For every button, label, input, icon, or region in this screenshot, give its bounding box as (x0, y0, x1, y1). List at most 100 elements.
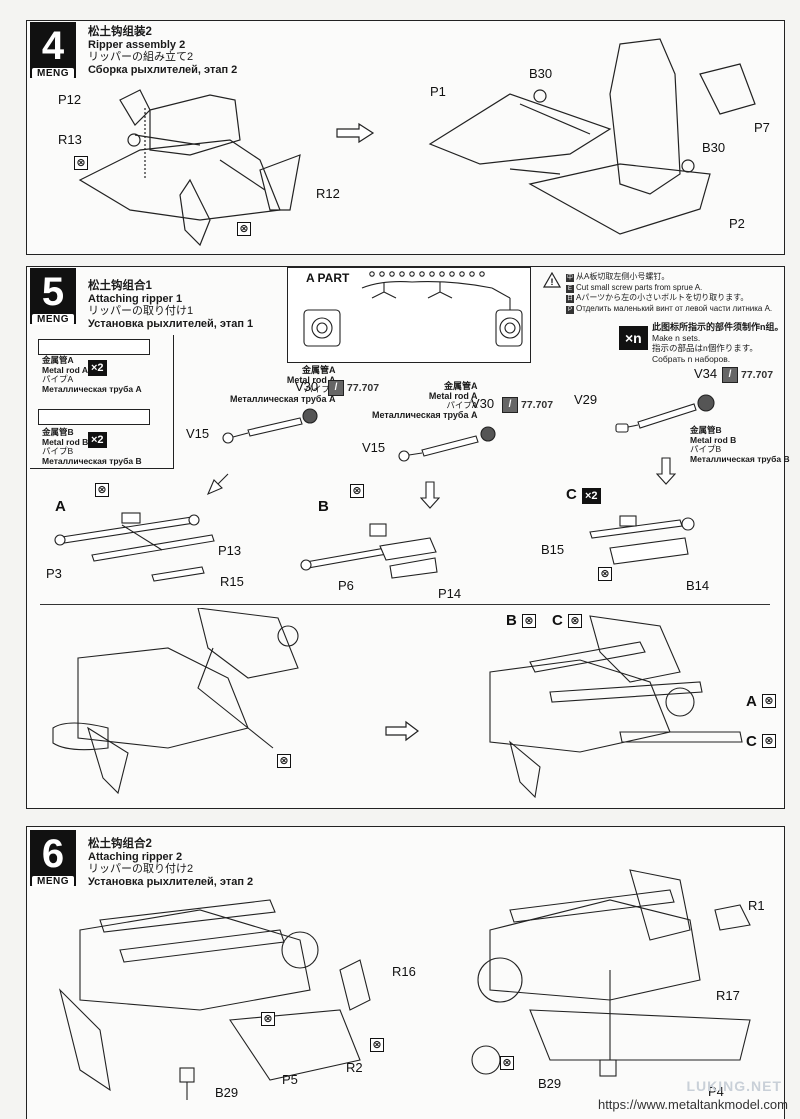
make-n-jp: 指示の部品はn個作ります。 (652, 343, 758, 353)
rod-a-jp: パイプA (446, 400, 478, 410)
title-en: Attaching ripper 1 (88, 292, 183, 305)
glue-symbol-icon: ⊗ (350, 484, 364, 498)
rod-a-count-badge: ×2 (88, 360, 107, 376)
rod-a-jp: パイプA (42, 374, 74, 384)
brand-logo: MENG (32, 314, 74, 325)
glue-symbol-icon: ⊗ (95, 483, 109, 497)
notice-en: Cut small screw parts from sprue A. (576, 282, 703, 292)
glue-symbol-icon: ⊗ (598, 567, 612, 581)
part-label: B15 (541, 542, 565, 557)
make-n-badge: ×n (619, 326, 648, 350)
rod-b-jp: パイプB (42, 446, 74, 456)
metal-rod-legend (30, 335, 174, 469)
part-label: R2 (346, 1060, 363, 1075)
subassembly-label-c: C (566, 486, 577, 503)
brand-logo: MENG (32, 876, 74, 887)
rod-a-ru: Металлическая труба A (42, 383, 142, 394)
rod-a-callout-2: 金属管A Metal rod A パイプA Металлическая труб… (372, 381, 478, 420)
step-5-titles: 松土钩组合1 Attaching ripper 1 リッパーの取り付け1 Уст… (88, 280, 253, 330)
title-en: Ripper assembly 2 (88, 38, 186, 51)
rod-a-ru: Металлическая труба A (230, 393, 336, 404)
rod-b-ru: Металлическая труба B (690, 453, 790, 464)
title-ru: Сборка рыхлителей, этап 2 (88, 63, 238, 76)
rod-a-en: Metal rod A (286, 374, 336, 385)
title-cn: 松土钩组合2 (88, 838, 152, 850)
paint-code: 77.707 (741, 368, 774, 381)
down-arrow-icon (420, 481, 440, 509)
rod-b-assembly (615, 394, 715, 433)
step-6-left-drawing (58, 899, 371, 1100)
part-label: P1 (430, 84, 446, 99)
part-label: R15 (220, 574, 244, 589)
sprue-dots (369, 271, 485, 277)
glue-symbol-icon: ⊗ (237, 222, 251, 236)
glue-symbol-icon: ⊗ (74, 156, 88, 170)
subassembly-label-a: A (55, 498, 66, 515)
rod-b-cn: 金属管B (690, 425, 722, 435)
part-label-v34: V34 (694, 366, 718, 381)
rod-b-en: Metal rod B (42, 436, 89, 447)
paint-callout: /77.707 (328, 380, 379, 396)
rod-a-assembly-1 (222, 408, 318, 444)
part-label: R16 (392, 964, 416, 979)
step-arrow-icon (385, 720, 419, 742)
part-label: B30 (702, 140, 726, 155)
step-6-number-badge: 6 MENG (30, 830, 76, 887)
step-5-number-badge: 5 MENG (30, 268, 76, 325)
down-arrow-icon (656, 457, 676, 485)
sprue-a-drawing (303, 271, 523, 347)
paint-callout: /77.707 (502, 397, 553, 413)
part-label-v15: V15 (186, 426, 210, 441)
rod-a-cn: 金属管A (42, 355, 74, 365)
part-label: P12 (58, 92, 82, 107)
step-5-vehicle-rear-before (52, 608, 299, 795)
glue-symbol-icon: ⊗ (762, 734, 776, 748)
title-ru: Установка рыхлителей, этап 2 (88, 875, 254, 888)
glue-symbol-icon: ⊗ (522, 614, 536, 628)
rod-a-ru: Металлическая труба A (372, 409, 478, 420)
rod-a-cn: 金属管A (444, 381, 478, 391)
watermark-text: LUKING.NET (686, 1078, 782, 1094)
rod-a-en: Metal rod A (428, 390, 478, 401)
attach-label-c: C (552, 612, 563, 629)
rod-b-ru: Металлическая труба B (42, 455, 142, 466)
title-jp: リッパーの取り付け2 (88, 863, 194, 875)
glue-symbol-icon: ⊗ (762, 694, 776, 708)
make-n-notice: 此图标所指示的部件须制作n组。 Make n sets. 指示の部品はn個作りま… (652, 322, 784, 364)
part-label: R13 (58, 132, 82, 147)
rod-a-cn: 金属管A (302, 365, 336, 375)
part-label: B29 (538, 1076, 562, 1091)
subassembly-a-drawing (54, 512, 215, 582)
glue-symbol-icon: ⊗ (500, 1056, 514, 1070)
a-part-label: A PART (306, 271, 350, 285)
part-label: P4 (708, 1084, 724, 1099)
title-ru: Установка рыхлителей, этап 1 (88, 317, 254, 330)
rod-a-callout-1: 金属管A Metal rod A パイプA Металлическая труб… (230, 365, 336, 404)
part-label: R17 (716, 988, 740, 1003)
metal-rod-b-sample (38, 409, 150, 425)
notice-jp: Aパーツから左の小さいボルトを切り取ります。 (576, 293, 749, 302)
step-number: 5 (41, 270, 65, 314)
part-label: P13 (218, 543, 242, 558)
paint-brush-icon: / (502, 397, 518, 413)
glue-symbol-icon: ⊗ (277, 754, 291, 768)
title-jp: リッパーの取り付け1 (88, 305, 194, 317)
metal-rod-a-text: 金属管A Metal rod A パイプA Металлическая труб… (42, 355, 142, 394)
step-number: 4 (41, 24, 65, 68)
paint-callout: /77.707 (722, 367, 773, 383)
title-jp: リッパーの組み立て2 (88, 51, 194, 63)
paint-code: 77.707 (347, 381, 380, 394)
svg-text:!: ! (551, 277, 554, 287)
step-arrow-icon (336, 122, 375, 144)
metal-rod-a-sample (38, 339, 150, 355)
step-4-right-assembly-drawing (428, 38, 756, 235)
footer-url: https://www.metaltankmodel.com (597, 1097, 788, 1112)
part-label: B14 (686, 578, 710, 593)
make-n-cn: 此图标所指示的部件须制作n组。 (652, 322, 784, 332)
step-4-left-assembly-drawing (78, 89, 301, 247)
step-4-titles: 松土钩组装2 Ripper assembly 2 リッパーの組み立て2 Сбор… (88, 26, 237, 76)
part-label: B29 (215, 1085, 239, 1100)
part-label: P7 (754, 120, 770, 135)
part-label: R12 (316, 186, 340, 201)
